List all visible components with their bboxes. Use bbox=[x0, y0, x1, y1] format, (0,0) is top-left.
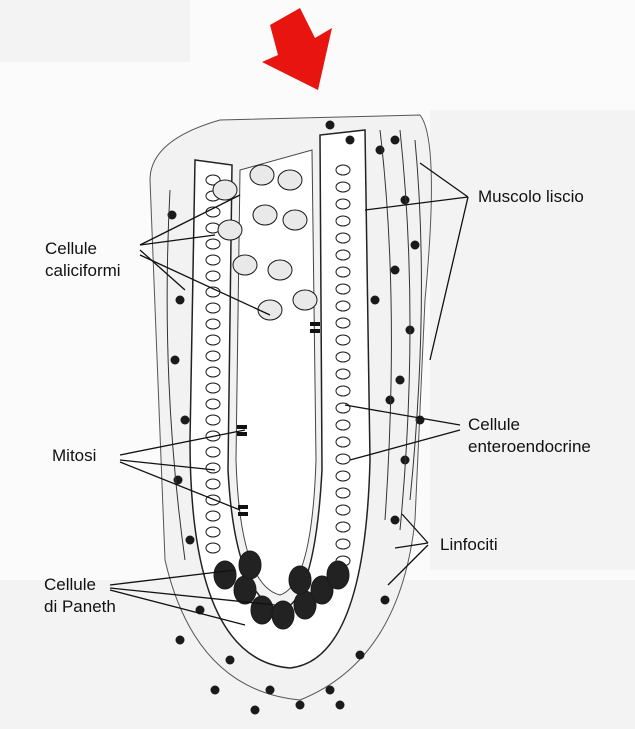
goblet-cell bbox=[258, 300, 282, 320]
epithelial-nucleus bbox=[206, 351, 220, 361]
epithelial-nucleus bbox=[336, 318, 350, 328]
epithelial-nucleus bbox=[336, 522, 350, 532]
stromal-nucleus bbox=[391, 516, 400, 525]
label-muscolo-liscio: Muscolo liscio bbox=[478, 186, 584, 207]
epithelial-nucleus bbox=[206, 399, 220, 409]
paneth-cell bbox=[251, 596, 273, 624]
stromal-nucleus bbox=[401, 196, 410, 205]
stromal-nucleus bbox=[326, 686, 335, 695]
stromal-nucleus bbox=[376, 146, 385, 155]
label-enteroendocrine-line1: Cellule bbox=[468, 414, 520, 435]
epithelial-nucleus bbox=[206, 319, 220, 329]
epithelial-nucleus bbox=[336, 454, 350, 464]
epithelial-nucleus bbox=[336, 165, 350, 175]
epithelial-nucleus bbox=[336, 199, 350, 209]
stromal-nucleus bbox=[176, 296, 185, 305]
epithelial-nucleus bbox=[336, 284, 350, 294]
epithelial-nucleus bbox=[336, 420, 350, 430]
epithelial-nucleus bbox=[336, 505, 350, 515]
epithelial-nucleus bbox=[206, 383, 220, 393]
epithelial-nucleus bbox=[206, 447, 220, 457]
stromal-nucleus bbox=[251, 706, 260, 715]
epithelial-nucleus bbox=[206, 527, 220, 537]
epithelial-nucleus bbox=[206, 415, 220, 425]
goblet-cell bbox=[218, 220, 242, 240]
epithelial-nucleus bbox=[336, 182, 350, 192]
epithelial-nucleus bbox=[336, 250, 350, 260]
epithelial-nucleus bbox=[336, 403, 350, 413]
epithelial-nucleus bbox=[336, 471, 350, 481]
stromal-nucleus bbox=[296, 701, 305, 710]
stromal-nucleus bbox=[176, 636, 185, 645]
stromal-nucleus bbox=[391, 136, 400, 145]
epithelial-nucleus bbox=[336, 267, 350, 277]
epithelial-nucleus bbox=[336, 335, 350, 345]
epithelial-nucleus bbox=[206, 495, 220, 505]
stromal-nucleus bbox=[174, 476, 183, 485]
stromal-nucleus bbox=[211, 686, 220, 695]
epithelial-nucleus bbox=[336, 369, 350, 379]
stromal-nucleus bbox=[371, 296, 380, 305]
goblet-cell bbox=[293, 290, 317, 310]
stromal-nucleus bbox=[411, 241, 420, 250]
paneth-cell bbox=[214, 561, 236, 589]
epithelial-nucleus bbox=[206, 335, 220, 345]
stromal-nucleus bbox=[171, 356, 180, 365]
label-enteroendocrine-line2: enteroendocrine bbox=[468, 436, 591, 457]
label-linfociti: Linfociti bbox=[440, 534, 498, 555]
stromal-nucleus bbox=[226, 656, 235, 665]
paneth-cell bbox=[272, 601, 294, 629]
paneth-cell bbox=[327, 561, 349, 589]
label-paneth-line1: Cellule bbox=[44, 574, 96, 595]
epithelial-nucleus bbox=[206, 239, 220, 249]
epithelial-nucleus bbox=[206, 463, 220, 473]
goblet-cell bbox=[278, 170, 302, 190]
stromal-nucleus bbox=[391, 266, 400, 275]
epithelial-nucleus bbox=[336, 488, 350, 498]
goblet-cell bbox=[253, 205, 277, 225]
epithelial-nucleus bbox=[336, 233, 350, 243]
epithelial-nucleus bbox=[206, 271, 220, 281]
goblet-cell bbox=[233, 255, 257, 275]
paneth-cell bbox=[239, 551, 261, 579]
label-caliciformi-line1: Cellule bbox=[45, 238, 97, 259]
stromal-nucleus bbox=[356, 651, 365, 660]
epithelial-nucleus bbox=[336, 539, 350, 549]
stromal-nucleus bbox=[181, 416, 190, 425]
paneth-cell bbox=[234, 576, 256, 604]
stromal-nucleus bbox=[336, 701, 345, 710]
epithelial-nucleus bbox=[206, 511, 220, 521]
stromal-nucleus bbox=[266, 686, 275, 695]
paneth-cell bbox=[289, 566, 311, 594]
epithelial-nucleus bbox=[206, 303, 220, 313]
epithelial-nucleus bbox=[336, 216, 350, 226]
stromal-nucleus bbox=[386, 396, 395, 405]
epithelial-nucleus bbox=[206, 255, 220, 265]
epithelial-nucleus bbox=[206, 367, 220, 377]
red-arrow-icon bbox=[262, 8, 332, 90]
label-caliciformi-line2: caliciformi bbox=[45, 260, 121, 281]
epithelial-nucleus bbox=[206, 479, 220, 489]
epithelial-nucleus bbox=[336, 437, 350, 447]
stromal-nucleus bbox=[326, 121, 335, 130]
epithelial-nucleus bbox=[336, 386, 350, 396]
stromal-nucleus bbox=[396, 376, 405, 385]
stromal-nucleus bbox=[346, 136, 355, 145]
goblet-cell bbox=[268, 260, 292, 280]
epithelial-nucleus bbox=[336, 352, 350, 362]
stromal-nucleus bbox=[381, 596, 390, 605]
goblet-cell bbox=[213, 180, 237, 200]
goblet-cell bbox=[283, 210, 307, 230]
label-mitosi: Mitosi bbox=[52, 445, 96, 466]
epithelial-nucleus bbox=[336, 301, 350, 311]
goblet-cell bbox=[250, 165, 274, 185]
label-paneth-line2: di Paneth bbox=[44, 596, 116, 617]
stromal-nucleus bbox=[186, 536, 195, 545]
epithelial-nucleus bbox=[206, 543, 220, 553]
